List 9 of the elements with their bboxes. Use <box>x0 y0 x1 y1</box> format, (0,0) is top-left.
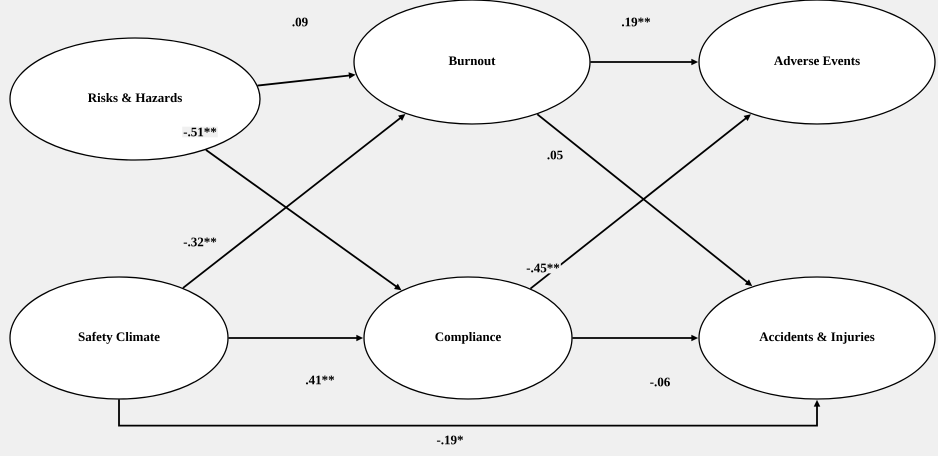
edge-label: -.32** <box>182 236 218 248</box>
edge-label: .41** <box>304 374 336 386</box>
edge-label: -.06 <box>648 376 672 388</box>
edge-label: -.51** <box>182 126 218 138</box>
edge-label: .19** <box>620 16 652 28</box>
edge-label: .05 <box>546 150 564 160</box>
edge-label: .09 <box>290 16 310 28</box>
edge-label: -.19* <box>435 434 465 446</box>
edge-label: -.45** <box>525 262 561 274</box>
